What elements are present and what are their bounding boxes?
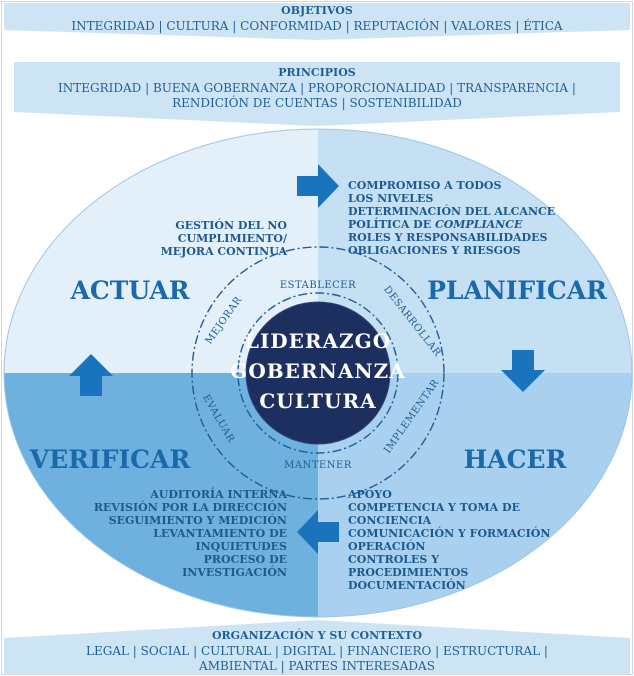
do-item: PROCEDIMIENTOS xyxy=(348,566,468,579)
plan-item: LOS NIVELES xyxy=(348,192,433,205)
plan-item: POLÍTICA DE COMPLIANCE xyxy=(348,217,523,231)
check-item: REVISIÓN POR LA DIRECCIÓN xyxy=(94,500,287,514)
check-item: AUDITORÍA INTERNA xyxy=(149,487,287,501)
check-item: LEVANTAMIENTO DE xyxy=(153,527,287,540)
objectives-title: OBJETIVOS xyxy=(281,4,353,17)
plan-item: COMPROMISO A TODOS xyxy=(348,179,501,192)
context-line1: LEGAL | SOCIAL | CULTURAL | DIGITAL | FI… xyxy=(86,644,548,658)
core-line-governance: GOBERNANZA xyxy=(230,359,405,383)
arrow-down-icon xyxy=(501,350,545,392)
quadrant-do-list: APOYO COMPETENCIA Y TOMA DE CONCIENCIA C… xyxy=(347,488,550,592)
core-line-culture: CULTURA xyxy=(259,389,376,413)
quadrant-plan-title: PLANIFICAR xyxy=(427,276,607,305)
context-title: ORGANIZACIÓN Y SU CONTEXTO xyxy=(212,628,423,642)
do-item: DOCUMENTACIÓN xyxy=(348,578,466,592)
quadrant-check-list: AUDITORÍA INTERNA REVISIÓN POR LA DIRECC… xyxy=(94,487,288,579)
plan-item: DETERMINACIÓN DEL ALCANCE xyxy=(348,204,555,218)
quadrant-plan-list: COMPROMISO A TODOS LOS NIVELES DETERMINA… xyxy=(348,179,555,257)
principles-line1: INTEGRIDAD | BUENA GOBERNANZA | PROPORCI… xyxy=(58,81,576,95)
check-item: INVESTIGACIÓN xyxy=(182,565,287,579)
context-banner: ORGANIZACIÓN Y SU CONTEXTO LEGAL | SOCIA… xyxy=(4,620,630,674)
ring-label-maintain: MANTENER xyxy=(284,460,352,471)
plan-item: ROLES Y RESPONSABILIDADES xyxy=(348,231,547,244)
act-item: CUMPLIMIENTO/ xyxy=(178,232,288,245)
inner-dashed-ring xyxy=(237,292,399,454)
objectives-banner: OBJETIVOS INTEGRIDAD | CULTURA | CONFORM… xyxy=(4,3,630,40)
check-item: INQUIETUDES xyxy=(195,540,287,553)
act-item: MEJORA CONTINUA xyxy=(161,245,288,258)
quadrant-do-title: HACER xyxy=(464,445,567,474)
outer-dashed-ring xyxy=(191,246,445,500)
do-item: COMUNICACIÓN Y FORMACIÓN xyxy=(348,526,550,540)
do-item: CONTROLES Y xyxy=(348,553,439,566)
arrow-left-icon xyxy=(297,510,339,554)
quadrant-act-list: GESTIÓN DEL NO CUMPLIMIENTO/ MEJORA CONT… xyxy=(161,218,288,258)
arrow-up-icon xyxy=(69,354,113,396)
objectives-items: INTEGRIDAD | CULTURA | CONFORMIDAD | REP… xyxy=(71,17,562,33)
principles-title: PRINCIPIOS xyxy=(278,66,356,79)
arrow-right-icon xyxy=(297,164,339,208)
do-item: CONCIENCIA xyxy=(348,514,432,527)
plan-item: OBLIGACIONES Y RIESGOS xyxy=(348,244,521,257)
context-line2: AMBIENTAL | PARTES INTERESADAS xyxy=(198,659,435,673)
core-circle: LIDERAZGO GOBERNANZA CULTURA xyxy=(230,301,405,445)
check-item: PROCESO DE xyxy=(204,553,287,566)
principles-banner: PRINCIPIOS INTEGRIDAD | BUENA GOBERNANZA… xyxy=(14,62,620,126)
act-item: GESTIÓN DEL NO xyxy=(175,218,287,232)
ring-label-establish: ESTABLECER xyxy=(280,280,356,291)
principles-line2: RENDICIÓN DE CUENTAS | SOSTENIBILIDAD xyxy=(172,94,462,110)
check-item: SEGUIMIENTO Y MEDICIÓN xyxy=(109,513,287,527)
do-item: OPERACIÓN xyxy=(348,539,425,553)
do-item: COMPETENCIA Y TOMA DE xyxy=(348,501,520,514)
core-line-leadership: LIDERAZGO xyxy=(245,329,391,353)
do-item: APOYO xyxy=(347,488,392,501)
quadrant-check-title: VERIFICAR xyxy=(29,445,191,474)
quadrant-act-title: ACTUAR xyxy=(69,276,189,305)
